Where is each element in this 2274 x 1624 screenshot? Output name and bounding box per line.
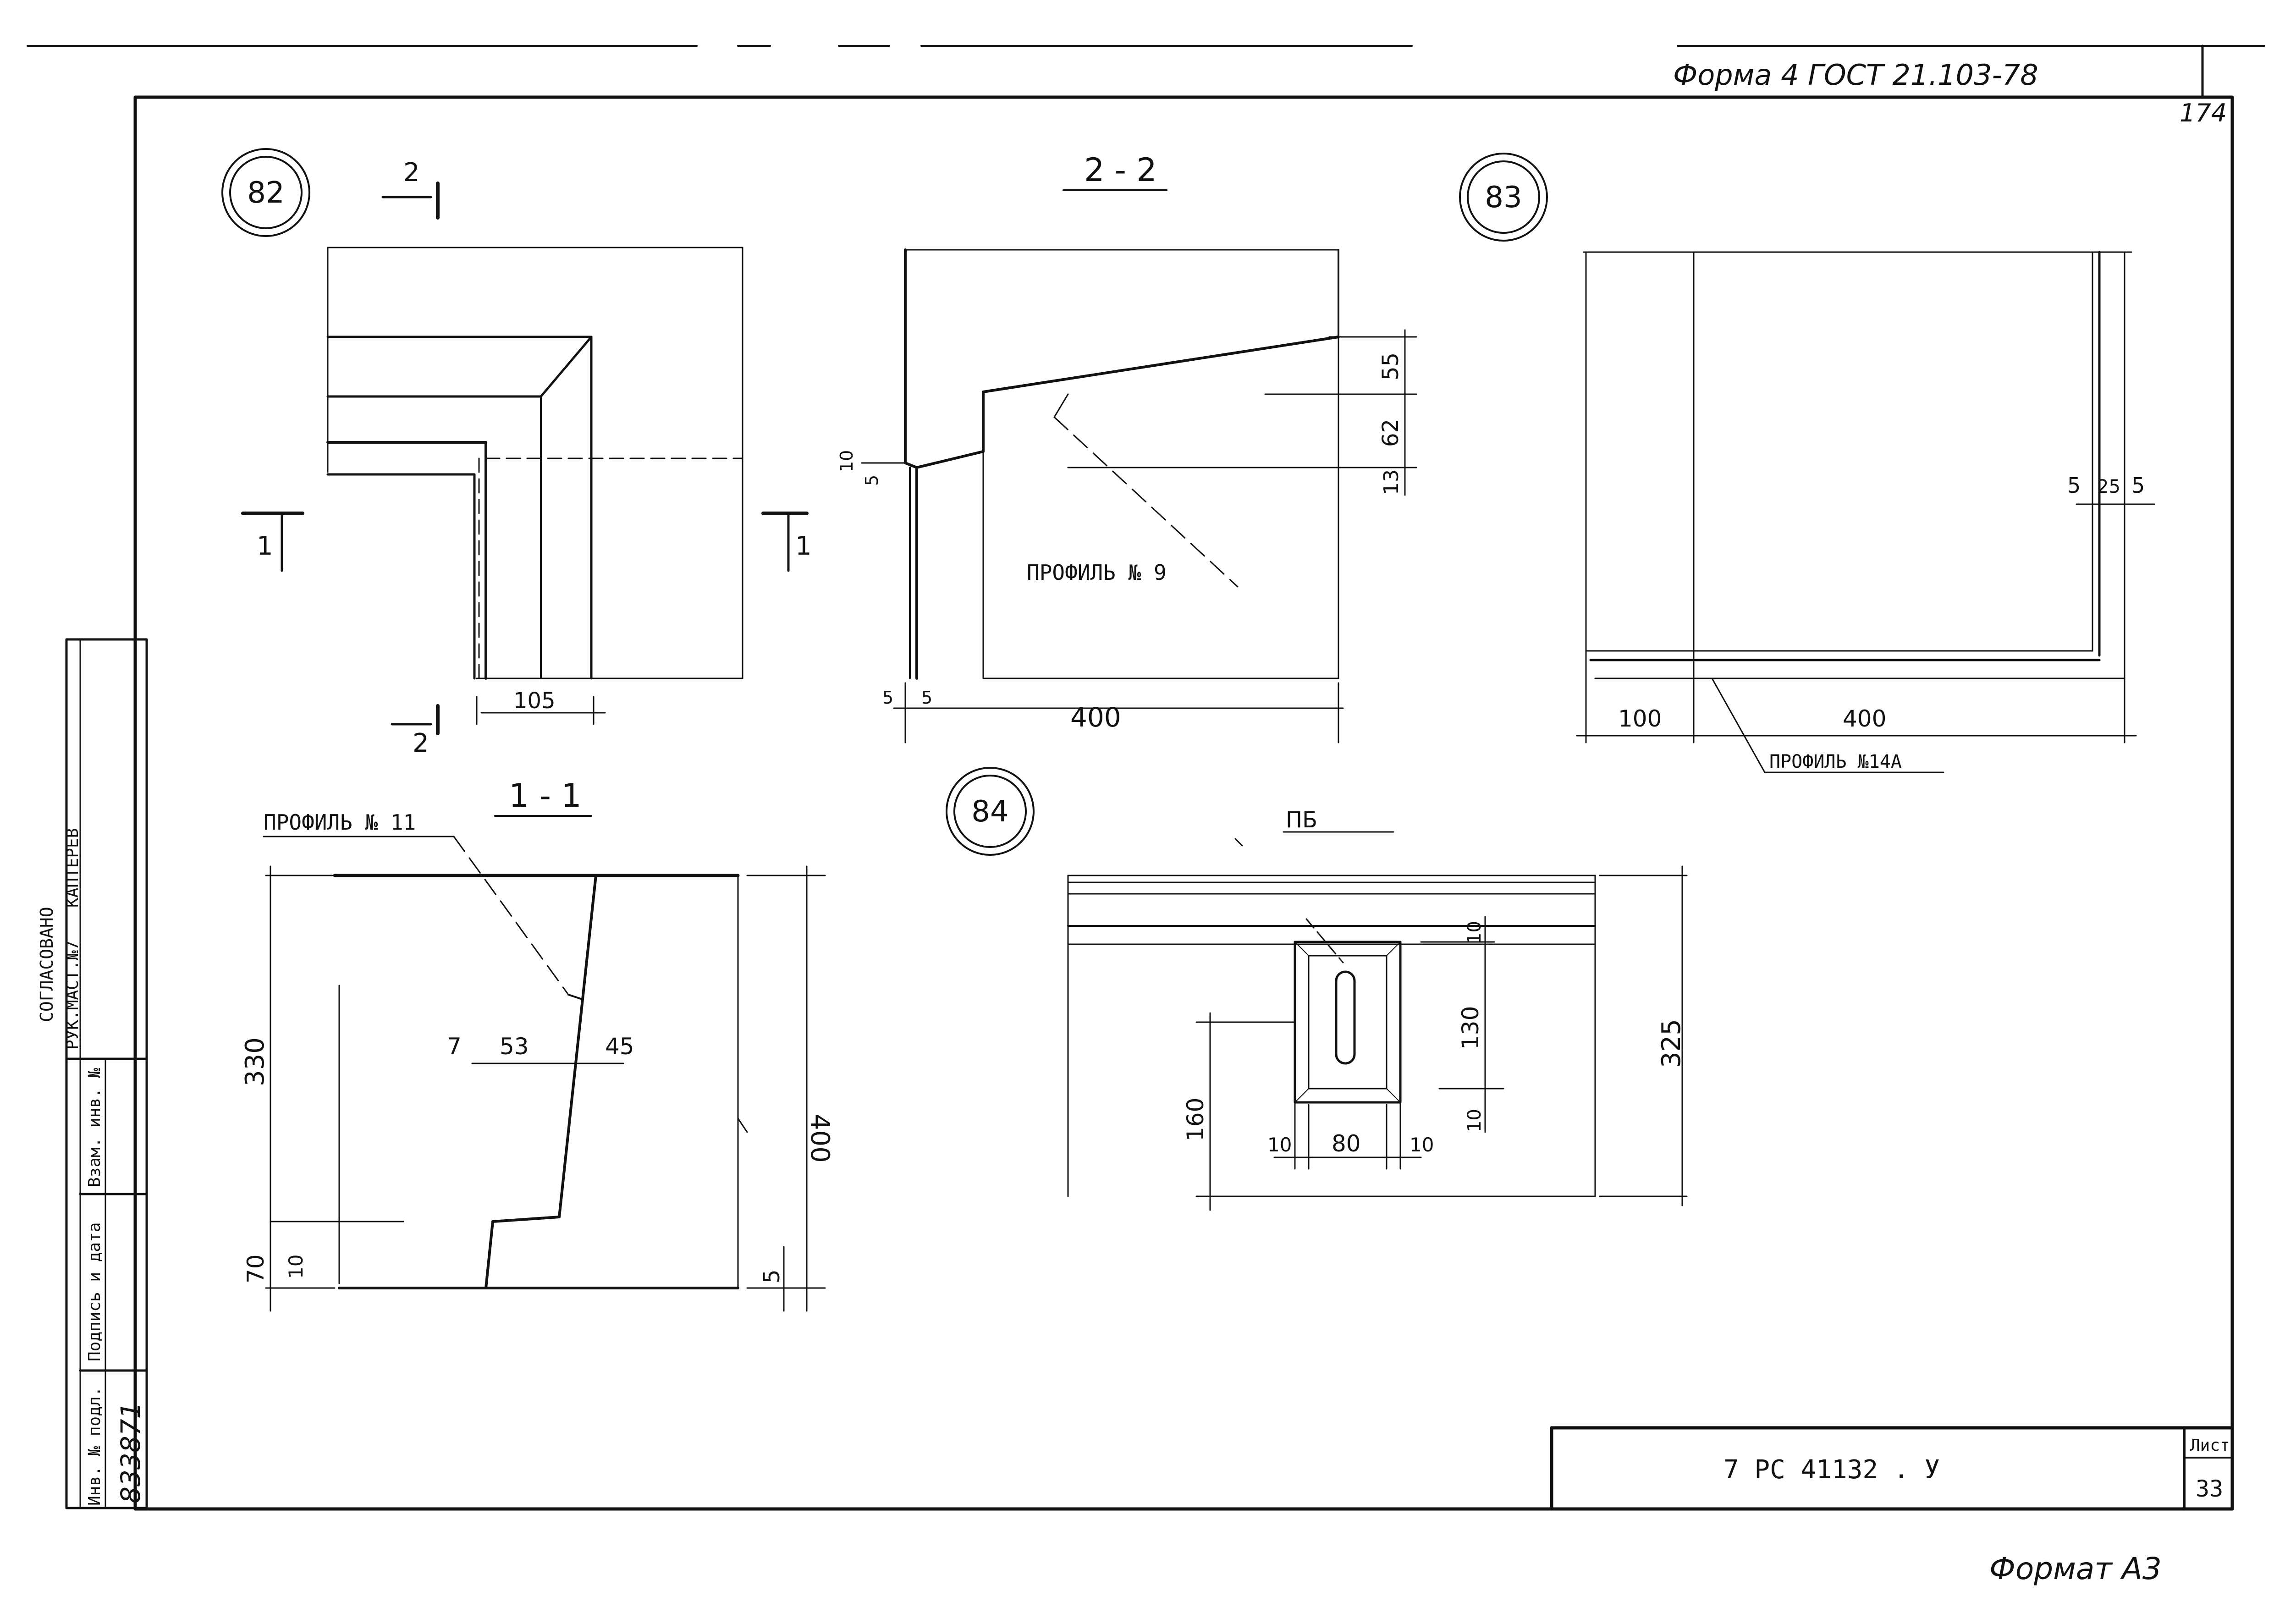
detail-84-dim-325: 325 xyxy=(1657,1019,1686,1068)
side-stamp: СОГЛАСОВАНО РУК.МАСТ.№7 КАПТЕРЕВ Взам. и… xyxy=(37,638,148,1509)
detail-84-plate-label: ПБ xyxy=(1286,807,1317,833)
detail-83-dim-5-left: 5 xyxy=(2067,473,2081,498)
drawing-code: 7 РС 41132 . У xyxy=(1723,1455,1940,1485)
detail-84-dim-10-top: 10 xyxy=(1464,921,1485,944)
detail-83-dim-100: 100 xyxy=(1618,705,1662,732)
section-2-2-dim-400: 400 xyxy=(1070,702,1121,733)
sheet-label: Лист xyxy=(2190,1436,2230,1455)
corner-number: 174 xyxy=(2180,99,2227,127)
detail-83-dim-5-right: 5 xyxy=(2131,473,2145,498)
stamp-sign-date: Подпись и дата xyxy=(85,1222,104,1361)
stamp-name: КАПТЕРЕВ xyxy=(63,828,82,908)
section-2-2-dim-13: 13 xyxy=(1380,469,1403,495)
detail-83-dim-25: 25 xyxy=(2097,476,2120,497)
detail-84-dim-10-bottom: 10 xyxy=(1410,1134,1434,1156)
detail-84-dim-130: 130 xyxy=(1457,1006,1484,1050)
stamp-orig-inv-value: 833871 xyxy=(115,1402,146,1503)
section-2-2-title: 2 - 2 xyxy=(1084,151,1157,189)
detail-82-cut-mark-bottom: 2 xyxy=(413,728,429,758)
format-note: Формат А3 xyxy=(1989,1551,2162,1586)
section-2-2-profile-label: ПРОФИЛЬ № 9 xyxy=(1027,560,1167,585)
section-1-1: 1 - 1 ПРОФИЛЬ № 11 330 70 10 7 53 45 400… xyxy=(240,777,835,1312)
detail-82: 82 2 2 1 1 105 xyxy=(221,148,812,758)
stamp-role: РУК.МАСТ.№7 xyxy=(63,941,82,1050)
section-1-1-dim-5: 5 xyxy=(759,1269,785,1283)
detail-84-dim-80: 80 xyxy=(1332,1130,1361,1157)
stamp-orig-inv: Инв. № подл. xyxy=(85,1387,104,1506)
section-2-2-dim-5-a: 5 xyxy=(882,688,893,708)
section-2-2-dim-5-left: 5 xyxy=(862,475,882,486)
detail-84-dim-10-left: 10 xyxy=(1267,1134,1292,1156)
section-1-1-dim-400: 400 xyxy=(805,1114,835,1163)
detail-84: 84 ПБ 10 130 10 325 160 xyxy=(946,767,1688,1211)
detail-84-dim-10-right: 10 xyxy=(1464,1109,1485,1132)
section-2-2: 2 - 2 ПРОФИЛЬ № 9 55 62 13 10 5 400 5 5 xyxy=(837,151,1417,743)
detail-82-section-mark-left: 1 xyxy=(257,531,273,561)
detail-84-dim-160: 160 xyxy=(1182,1098,1209,1141)
section-2-2-dim-62: 62 xyxy=(1378,419,1404,447)
sheet-frame xyxy=(27,44,2265,1511)
section-1-1-dim-45: 45 xyxy=(605,1033,634,1060)
section-1-1-dim-7: 7 xyxy=(447,1033,462,1060)
stamp-agreed: СОГЛАСОВАНО xyxy=(37,907,57,1022)
stamp-replace-inv: Взам. инв. № xyxy=(85,1068,104,1187)
sheet-number: 33 xyxy=(2196,1475,2223,1502)
detail-82-dim-105: 105 xyxy=(513,688,556,714)
section-2-2-dim-5-b: 5 xyxy=(921,688,932,708)
section-1-1-dim-70: 70 xyxy=(242,1254,269,1283)
section-1-1-profile-label: ПРОФИЛЬ № 11 xyxy=(264,810,416,835)
detail-83-marker: 83 xyxy=(1485,181,1522,215)
title-block: 7 РС 41132 . У Лист 33 xyxy=(1550,1426,2234,1511)
detail-82-section-mark-right: 1 xyxy=(795,531,812,561)
detail-82-marker: 82 xyxy=(247,176,284,210)
detail-82-cut-mark-top: 2 xyxy=(403,158,420,187)
section-1-1-dim-330: 330 xyxy=(240,1037,270,1086)
section-2-2-dim-55: 55 xyxy=(1378,352,1404,380)
section-1-1-dim-53: 53 xyxy=(500,1033,529,1060)
section-1-1-dim-10: 10 xyxy=(285,1255,307,1279)
section-2-2-dim-10: 10 xyxy=(837,450,857,472)
detail-83-profile-label: ПРОФИЛЬ №14А xyxy=(1769,751,1902,772)
detail-83: 83 5 25 5 100 400 ПРОФИЛЬ №14А xyxy=(1459,153,2155,773)
detail-84-marker: 84 xyxy=(971,795,1008,829)
section-1-1-title: 1 - 1 xyxy=(509,777,582,815)
detail-83-dim-400: 400 xyxy=(1843,705,1886,732)
form-note: Форма 4 ГОСТ 21.103-78 xyxy=(1673,58,2038,92)
